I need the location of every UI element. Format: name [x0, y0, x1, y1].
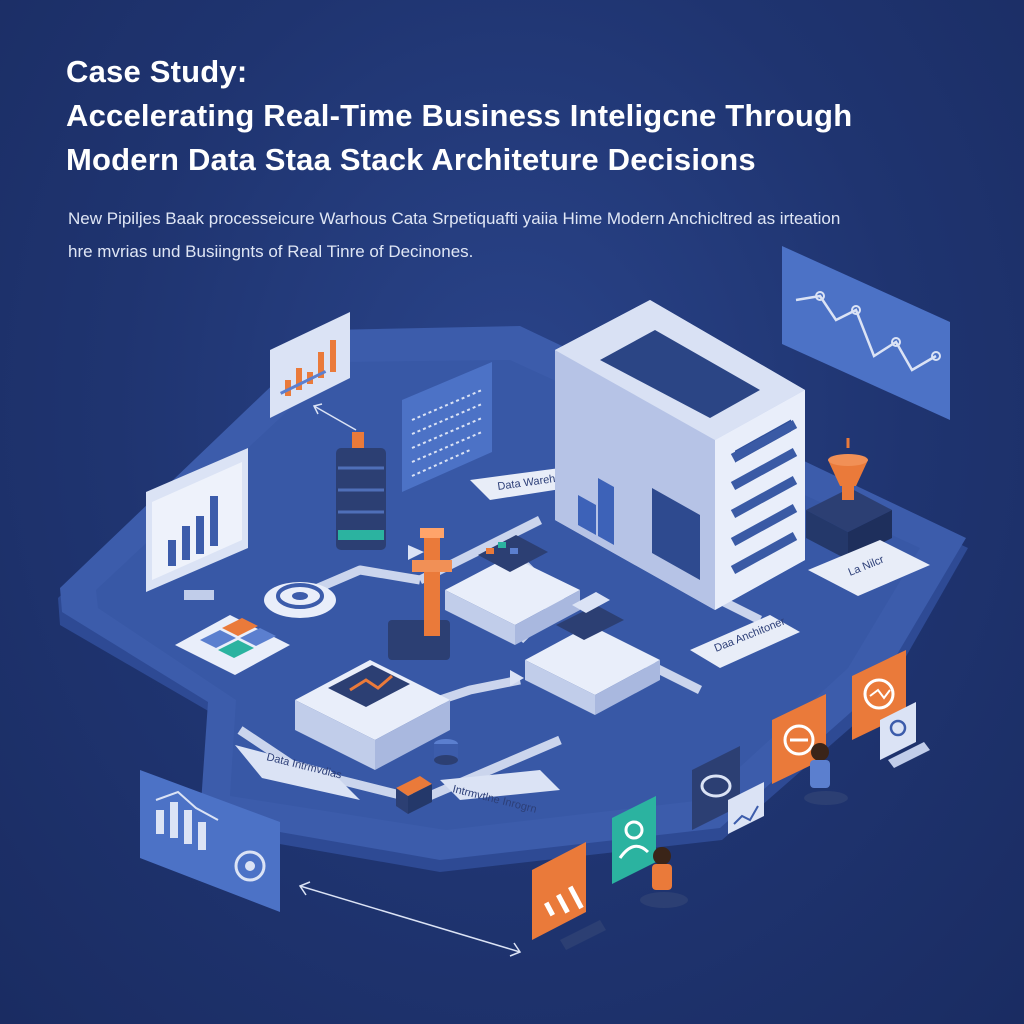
- label-tag-warehouse: Data Warehou: [470, 468, 580, 500]
- floating-code-panel: [402, 362, 492, 492]
- server-stack: [336, 432, 386, 550]
- subtitle-line-1: New Pipiljes Baak processeicure Warhous …: [68, 209, 841, 228]
- cylinder-node: [434, 739, 458, 765]
- processing-node-middle: [525, 592, 660, 715]
- processing-node-top: [445, 535, 580, 645]
- dimension-arrow: [298, 881, 522, 957]
- user-device-teal: [612, 796, 656, 884]
- floating-monitor-panel: [146, 448, 248, 600]
- user-device-orange-1: [532, 842, 606, 950]
- subtitle-line-2: hre mvrias und Busiingnts of Real Tinre …: [68, 242, 474, 261]
- analytics-panel-bottom-left: [140, 770, 280, 912]
- pointer-arrow-top: [312, 403, 357, 431]
- person-seated-1: [640, 847, 688, 908]
- title-line-1: Case Study:: [66, 54, 248, 89]
- title-line-2: Accelerating Real-Time Business Inteligc…: [66, 98, 853, 133]
- page-subtitle: New Pipiljes Baak processeicure Warhous …: [68, 202, 958, 268]
- pipeline-pillar: [388, 528, 452, 660]
- data-warehouse-building: [555, 300, 805, 610]
- label-tag-right: La Nilcr: [808, 540, 930, 596]
- person-seated-2: [804, 743, 848, 805]
- grid-icon: [175, 615, 290, 675]
- user-device-chat: [692, 746, 764, 834]
- chat-icon: [700, 774, 732, 798]
- person-icon: [618, 820, 650, 859]
- flow-arrows: [408, 545, 524, 686]
- floating-bar-chart-panel: [270, 312, 350, 418]
- user-device-small: [880, 702, 930, 768]
- funnel-icon: [806, 438, 892, 560]
- page-title: Case Study: Accelerating Real-Time Busin…: [66, 50, 966, 182]
- small-orange-node: [396, 776, 432, 814]
- floating-line-chart-panel: [782, 246, 950, 420]
- title-line-3: Modern Data Staa Stack Architeture Decis…: [66, 142, 756, 177]
- gauge-icon: [264, 582, 336, 618]
- header: Case Study: Accelerating Real-Time Busin…: [66, 50, 966, 268]
- processing-node-bottom: [295, 660, 450, 770]
